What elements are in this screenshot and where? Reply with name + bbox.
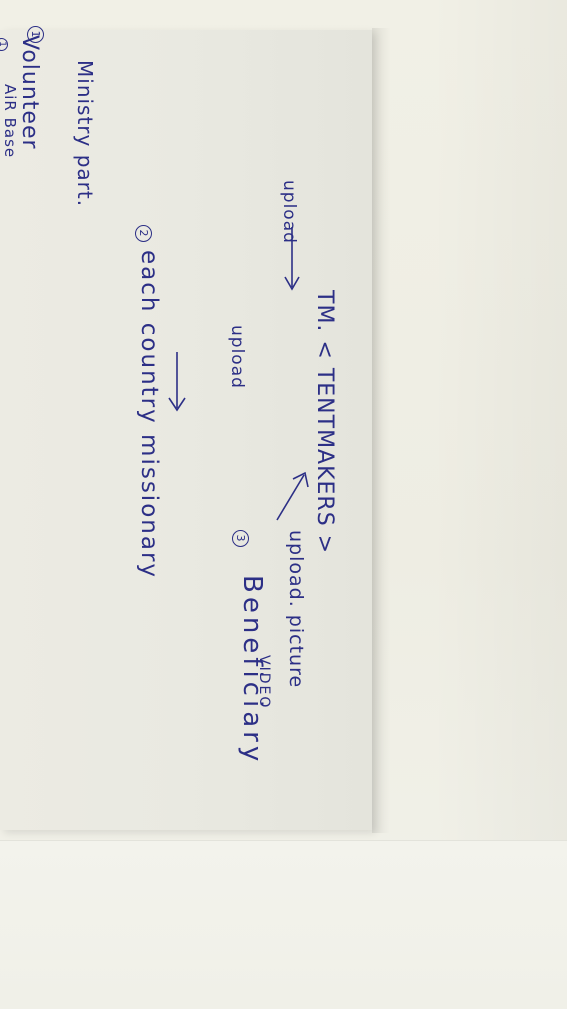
marker-2: 2 (135, 225, 155, 248)
volunteer-label: Volunteer (17, 35, 42, 150)
paper-shadow (372, 28, 390, 833)
ministry-part-label: Ministry part. (73, 60, 97, 208)
arrow-right (276, 471, 309, 521)
beneficiary-label: Beneficiary (237, 575, 267, 766)
circle-number: 1 (0, 38, 8, 51)
air-base-label: AiR Base (1, 84, 19, 159)
each-country-label: each country missionary (136, 250, 162, 580)
upload-right-label: upload. picture (285, 530, 307, 689)
notebook-page (0, 30, 372, 830)
marker-1-air: 1 (0, 38, 15, 57)
upload-middle-label: upload (227, 325, 247, 389)
arrow-left (284, 227, 300, 291)
note-title: TM. < TENTMAKERS > (312, 290, 337, 555)
marker-3: 3 (232, 530, 252, 553)
circle-number: 2 (135, 225, 152, 242)
arrow-middle (168, 352, 186, 412)
lower-paper-sheet (0, 840, 567, 1009)
circle-number: 3 (232, 530, 249, 547)
